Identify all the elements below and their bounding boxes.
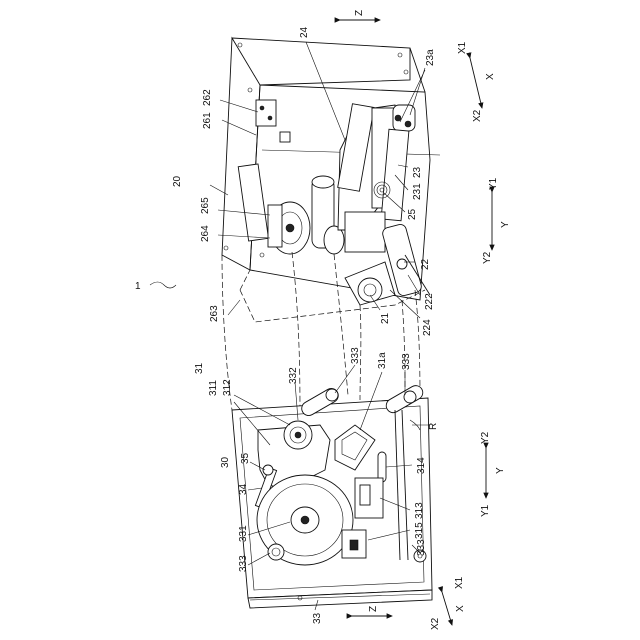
axis-top-y1: Y1 [488, 177, 499, 190]
axis-bot-y: Y [495, 467, 506, 474]
label-262: 262 [202, 89, 213, 106]
label-311: 311 [208, 380, 219, 396]
axis-top-x2: X2 [472, 109, 483, 122]
label-30: 30 [220, 456, 231, 468]
axis-bot-z: Z [368, 606, 379, 612]
label-332: 332 [288, 367, 299, 384]
axis-bot-x: X [455, 605, 466, 612]
axis-bot-x2: X2 [430, 617, 441, 630]
label-224: 224 [422, 319, 433, 336]
label-315: 315 [414, 522, 425, 539]
label-33: 33 [312, 612, 323, 624]
axis-top-x: X [485, 73, 496, 80]
axis-top-z: Z [354, 10, 365, 16]
label-263: 263 [209, 305, 220, 322]
label-20: 20 [172, 175, 183, 187]
label-333-bottom-right: 333 [416, 539, 427, 556]
label-333-bottom-left: 333 [238, 555, 249, 572]
label-23a: 23a [425, 49, 436, 66]
label-333-right: 333 [401, 353, 412, 370]
axis-top-y: Y [500, 221, 511, 228]
label-312: 312 [222, 379, 233, 396]
axis-top-x1: X1 [457, 41, 468, 54]
label-22: 22 [420, 258, 431, 270]
axis-bot-y2: Y2 [480, 431, 491, 444]
label-264: 264 [200, 225, 211, 242]
label-231: 231 [412, 183, 423, 200]
label-31: 31 [194, 362, 205, 374]
axis-bot-x1: X1 [454, 576, 465, 589]
label-34: 34 [238, 483, 249, 495]
axis-bot-y1: Y1 [480, 504, 491, 517]
label-222: 222 [424, 293, 435, 310]
label-25: 25 [407, 208, 418, 220]
label-313: 313 [414, 502, 425, 519]
label-24: 24 [299, 26, 310, 38]
label-314: 314 [416, 457, 427, 474]
print-head-unit [222, 38, 440, 322]
label-331: 331 [238, 525, 249, 542]
label-333-top: 333 [350, 347, 361, 364]
printer-body-unit [232, 383, 432, 608]
axis-top-y2: Y2 [482, 251, 493, 264]
label-31a: 31a [377, 352, 388, 369]
label-23: 23 [412, 166, 423, 178]
label-1: 1 [135, 281, 141, 292]
label-21: 21 [380, 312, 391, 324]
label-265: 265 [200, 197, 211, 214]
label-R: R [428, 423, 439, 430]
label-35: 35 [240, 452, 251, 464]
label-261: 261 [202, 112, 213, 129]
